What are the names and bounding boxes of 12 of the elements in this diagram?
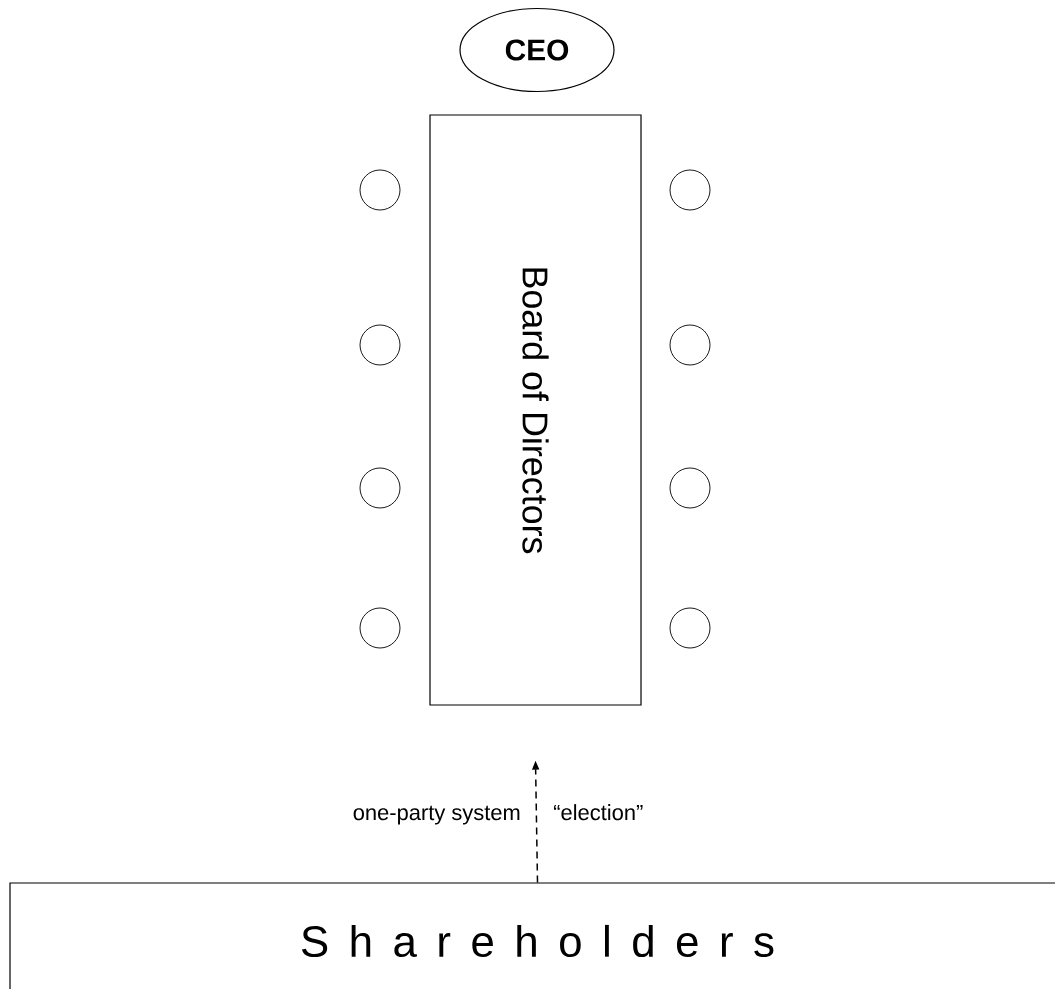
chair-circle <box>359 169 401 211</box>
shareholders-box: S h a r e h o l d e r s <box>9 882 1055 989</box>
chair-circle <box>669 467 711 509</box>
chair-circle <box>359 324 401 366</box>
chair-circle <box>359 607 401 649</box>
chair-circle <box>669 324 711 366</box>
chair-circle <box>669 607 711 649</box>
board-table: Board of Directors <box>429 114 642 706</box>
chair-circle <box>359 467 401 509</box>
edge-label: “election” <box>554 804 643 821</box>
chair-circle <box>669 169 711 211</box>
text-label: one-party system <box>353 805 520 825</box>
